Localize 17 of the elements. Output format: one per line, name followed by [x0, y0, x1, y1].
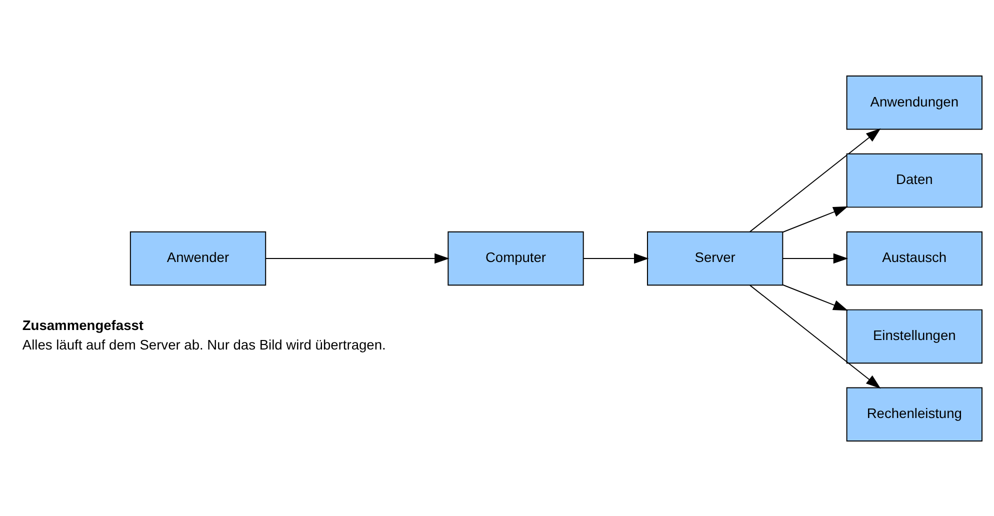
arrow [782, 284, 848, 310]
node-box: Anwender [130, 230, 266, 286]
node-box: Computer [448, 230, 584, 286]
arrow [583, 252, 649, 264]
node-box: Austausch [846, 230, 982, 286]
label: Zusammengefasst [22, 316, 144, 332]
node-box: Daten [846, 152, 982, 208]
node-box: Anwendungen [846, 74, 982, 130]
arrow [265, 252, 450, 264]
node-box: Server [647, 230, 784, 286]
arrow [750, 128, 881, 232]
arrow [750, 284, 881, 388]
node-box: Einstellungen [846, 308, 982, 364]
arrow [782, 206, 848, 232]
arrow [782, 252, 848, 264]
node-box: Rechenleistung [846, 386, 982, 442]
label: Alles läuft auf dem Server ab. Nur das Bild wird übertragen. [22, 336, 386, 352]
